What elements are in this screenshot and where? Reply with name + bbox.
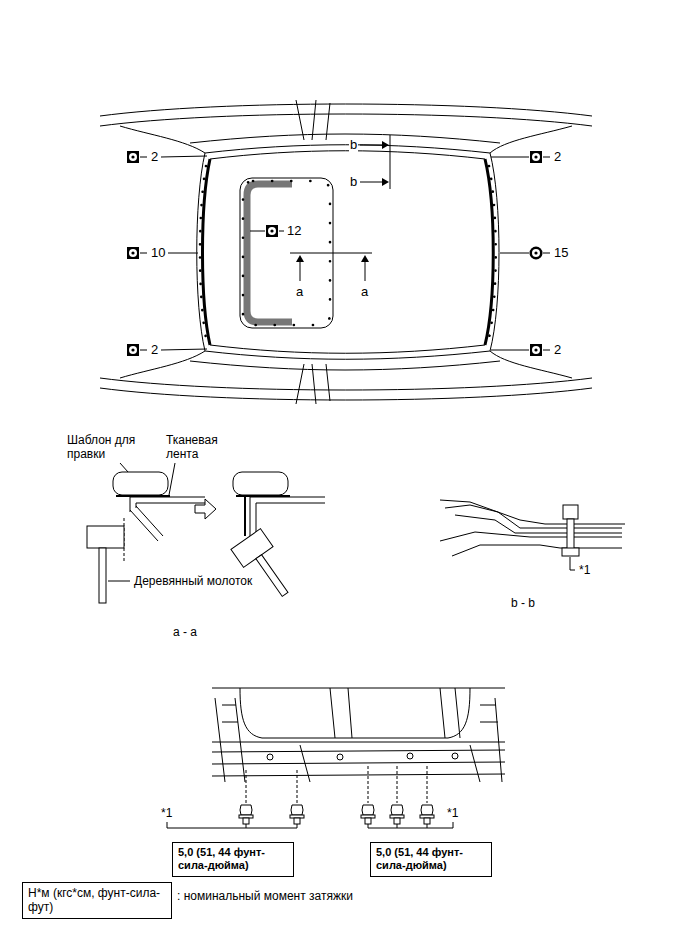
callout-number: 10 xyxy=(150,245,166,261)
section-mark: a xyxy=(360,284,369,300)
section-title: a - a xyxy=(172,625,198,639)
torque-box: 5,0 (51, 44 фунт-сила-дюйма) xyxy=(370,842,492,877)
section-mark: b xyxy=(349,137,358,153)
callout-number: 12 xyxy=(286,223,302,239)
tool-label: Деревянный молоток xyxy=(133,574,253,588)
callout-number: *1 xyxy=(446,806,459,820)
part-label: Тканевая лента xyxy=(165,433,239,462)
section-mark: a xyxy=(295,284,304,300)
callout-number: 2 xyxy=(553,342,562,358)
callout-number: 2 xyxy=(553,149,562,165)
torque-box: 5,0 (51, 44 фунт-сила-дюйма) xyxy=(172,842,294,877)
box-text: 5,0 (51, 44 фунт-сила-дюйма) xyxy=(376,846,486,872)
torque-unit-box: Н*м (кгс*см, фунт-сила-фут) xyxy=(22,882,172,919)
section-title: b - b xyxy=(510,596,536,610)
callout-number: *1 xyxy=(578,563,591,577)
part-label: Шаблон для правки xyxy=(66,433,154,462)
box-text: Н*м (кгс*см, фунт-сила-фут) xyxy=(28,886,166,915)
callout-number: 2 xyxy=(150,342,159,358)
callout-number: 2 xyxy=(150,149,159,165)
callout-number: *1 xyxy=(160,806,173,820)
callout-number: 15 xyxy=(553,245,569,261)
section-mark: b xyxy=(349,174,358,190)
legend-note: : номинальный момент затяжки xyxy=(176,889,354,903)
box-text: 5,0 (51, 44 фунт-сила-дюйма) xyxy=(178,846,288,872)
